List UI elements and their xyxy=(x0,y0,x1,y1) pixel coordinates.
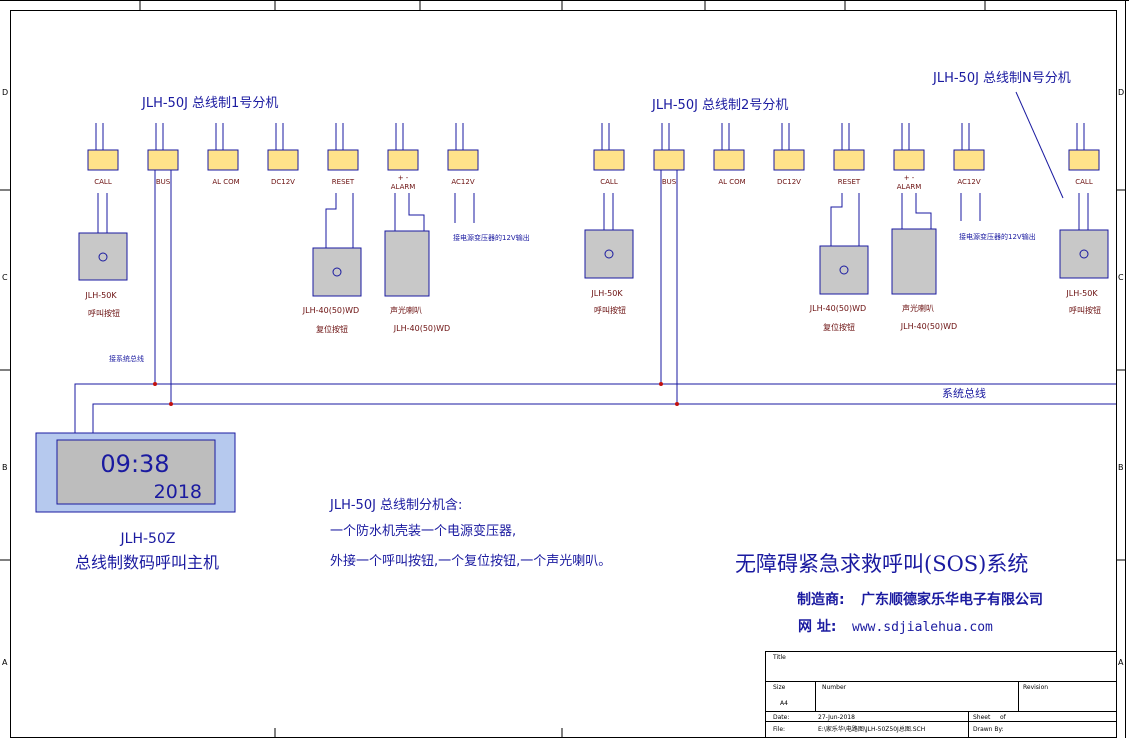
extension-unit-1: JLH-50J 总线制1号分机 CALL BUS AL COM DC12V RE… xyxy=(78,96,530,334)
alarm-horn-model: JLH-40(50)WD xyxy=(393,324,450,333)
reset-button-device xyxy=(819,245,869,295)
call-button-device xyxy=(78,232,128,281)
terminal-label: AL COM xyxy=(212,178,239,186)
host-display xyxy=(56,439,216,505)
call-button-device xyxy=(1059,229,1109,279)
border-markers: D C B A D C B A xyxy=(2,88,1124,667)
terminal-label: BUS xyxy=(156,178,171,186)
system-bus-label: 系统总线 xyxy=(942,386,986,400)
call-button-icon xyxy=(1079,249,1089,259)
svg-text:C: C xyxy=(1118,273,1124,282)
tb-revision-label: Revision xyxy=(1023,684,1048,691)
unit-2-device-wires xyxy=(603,193,981,246)
svg-text:A: A xyxy=(1118,658,1124,667)
unit-1-terminal-blocks xyxy=(87,149,479,171)
terminal-label: CALL xyxy=(600,178,618,186)
unit-1-device-wires xyxy=(97,193,475,248)
tb-file: E:\家乐华\电路图\JLH-50Z50J总图.SCH xyxy=(818,725,925,733)
svg-text:A: A xyxy=(2,658,8,667)
terminal-label: AC12V xyxy=(451,178,474,186)
system-title: 无障碍紧急求救呼叫(SOS)系统 xyxy=(735,552,1028,576)
reset-button-model: JLH-40(50)WD xyxy=(809,304,866,313)
terminal-label: DC12V xyxy=(777,178,801,186)
extension-unit-2: JLH-50J 总线制2号分机 CALL BUS AL COM DC12V RE… xyxy=(584,98,1036,332)
reset-button-model: JLH-40(50)WD xyxy=(302,306,359,315)
alarm-horn-label: 声光喇叭 xyxy=(390,305,422,315)
system-bus-lines xyxy=(74,170,1116,433)
terminal-label: + -ALARM xyxy=(897,174,922,191)
host-year: 2018 xyxy=(154,481,202,503)
host-name: 总线制数码呼叫主机 xyxy=(75,553,219,572)
terminal-label: + -ALARM xyxy=(391,174,416,191)
unit-notes: JLH-50J 总线制分机含: 一个防水机壳装一个电源变压器, 外接一个呼叫按钮… xyxy=(329,497,611,569)
terminal-label: RESET xyxy=(332,178,355,186)
reset-button-device xyxy=(312,247,362,297)
tb-sheet-of: of xyxy=(1000,714,1007,721)
ac-note: 接电源变压器的12V输出 xyxy=(453,233,530,242)
reset-button-label: 复位按钮 xyxy=(316,324,348,334)
unit-2-title: JLH-50J 总线制2号分机 xyxy=(651,98,788,113)
call-button-icon xyxy=(98,252,108,262)
host-time: 09:38 xyxy=(100,450,169,478)
terminal-label: BUS xyxy=(662,178,677,186)
tb-date-label: Date: xyxy=(773,714,789,721)
call-button-label: 呼叫按钮 xyxy=(594,305,626,315)
reset-button-icon xyxy=(839,265,849,275)
terminal-label: DC12V xyxy=(271,178,295,186)
unit-2-connector-pins xyxy=(601,123,970,150)
tb-title-label: Title xyxy=(772,654,786,661)
call-button-model: JLH-50K xyxy=(84,291,117,300)
reset-button-icon xyxy=(332,267,342,277)
tb-date: 27-Jun-2018 xyxy=(818,714,855,721)
alarm-horn-device xyxy=(384,230,430,297)
maker-label: 制造商: xyxy=(797,591,845,608)
svg-text:B: B xyxy=(1118,463,1124,472)
note-line-1: JLH-50J 总线制分机含: xyxy=(329,497,462,513)
call-button-label: 呼叫按钮 xyxy=(1069,305,1101,315)
host-unit: 09:38 2018 JLH-50Z 总线制数码呼叫主机 xyxy=(35,432,236,572)
svg-text:C: C xyxy=(2,273,8,282)
svg-text:D: D xyxy=(2,88,8,97)
alarm-horn-device xyxy=(891,228,937,295)
terminal-label: CALL xyxy=(94,178,112,186)
web-url: www.sdjialehua.com xyxy=(852,620,993,635)
call-button-model: JLH-50K xyxy=(1065,289,1098,298)
bus-junctions xyxy=(153,382,679,406)
bus-note: 接系统总线 xyxy=(109,354,144,363)
terminal-label: RESET xyxy=(838,178,861,186)
unit-n-title: JLH-50J 总线制N号分机 xyxy=(932,71,1071,86)
unit-2-terminal-labels: CALL BUS AL COM DC12V RESET + -ALARM AC1… xyxy=(600,174,981,191)
host-model: JLH-50Z xyxy=(120,531,176,547)
terminal-label: CALL xyxy=(1075,178,1093,186)
unit-1-title: JLH-50J 总线制1号分机 xyxy=(141,96,278,111)
tb-file-label: File: xyxy=(773,726,785,733)
call-button-model: JLH-50K xyxy=(590,289,623,298)
web-label: 网 址: xyxy=(798,618,836,635)
terminal-block xyxy=(1068,149,1100,171)
note-line-2: 一个防水机壳装一个电源变压器, xyxy=(330,523,516,539)
unit-2-terminal-blocks xyxy=(593,149,985,171)
svg-text:B: B xyxy=(2,463,8,472)
note-line-3: 外接一个呼叫按钮,一个复位按钮,一个声光喇叭。 xyxy=(330,553,611,569)
tb-drawn-label: Drawn By: xyxy=(973,726,1004,733)
tb-number-label: Number xyxy=(822,684,847,691)
svg-text:D: D xyxy=(1118,88,1124,97)
terminal-label: AC12V xyxy=(957,178,980,186)
terminal-label: AL COM xyxy=(718,178,745,186)
tb-sheet-label: Sheet xyxy=(973,714,991,721)
maker-name: 广东顺德家乐华电子有限公司 xyxy=(861,591,1043,608)
call-button-label: 呼叫按钮 xyxy=(88,308,120,318)
alarm-horn-label: 声光喇叭 xyxy=(902,303,934,313)
tb-size-label: Size xyxy=(773,684,786,691)
ac-note: 接电源变压器的12V输出 xyxy=(959,232,1036,241)
call-button-icon xyxy=(604,249,614,259)
unit-1-terminal-labels: CALL BUS AL COM DC12V RESET + -ALARM AC1… xyxy=(94,174,475,191)
call-button-device xyxy=(584,229,634,279)
unit-1-connector-pins xyxy=(95,123,464,150)
tb-size: A4 xyxy=(780,700,788,707)
alarm-horn-model: JLH-40(50)WD xyxy=(900,322,957,331)
reset-button-label: 复位按钮 xyxy=(823,322,855,332)
extension-unit-n: JLH-50J 总线制N号分机 CALL JLH-50K 呼叫按钮 xyxy=(932,71,1109,315)
